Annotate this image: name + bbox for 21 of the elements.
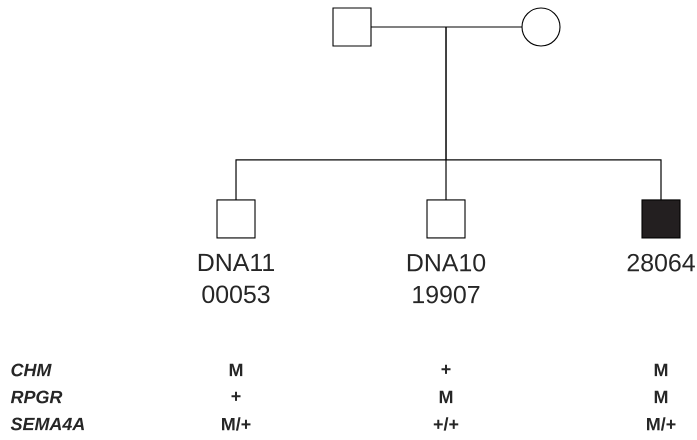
individual-label: 28064 [628,254,695,272]
genotype: M [654,364,668,376]
genotype: M/+ [647,417,676,431]
genotype: M [654,390,668,404]
gene-name: CHM [11,364,52,376]
genotype: M [440,390,452,404]
filled-square-symbol [641,199,681,239]
genotype: M/+ [222,417,250,431]
genotype: M [230,364,242,376]
gene-name: SEMA4A [10,418,84,430]
circle-symbol [521,7,561,47]
genotype: + [232,392,241,401]
descent-line [445,26,662,200]
individual-label: DNA11 00053 [198,254,274,304]
square-symbol [332,7,372,47]
genotype: + [442,364,451,374]
individual-label: DNA10 19907 [408,254,486,304]
genotype: +/+ [434,417,458,431]
gene-name: RPGR [10,390,62,404]
square-symbol [216,199,256,239]
square-symbol [426,199,466,239]
